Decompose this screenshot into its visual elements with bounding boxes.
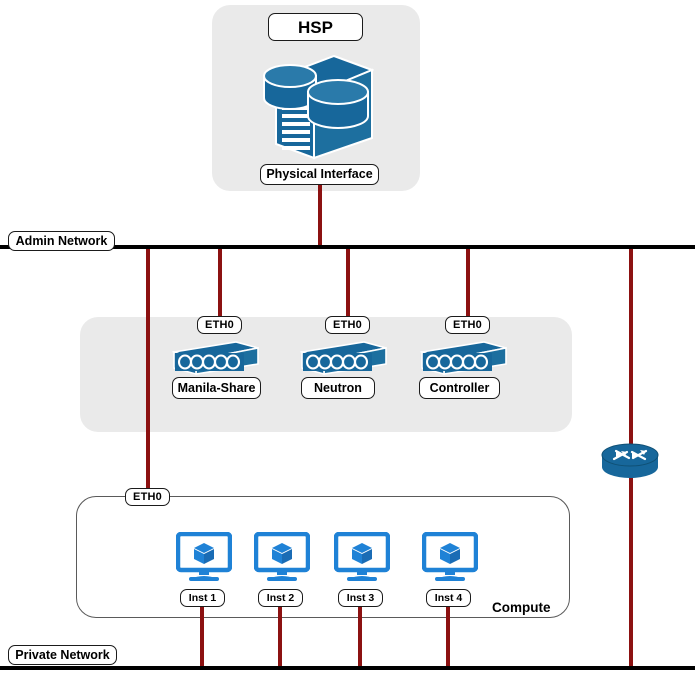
private-network-badge[interactable]: Private Network (8, 645, 117, 665)
physical-interface-badge[interactable]: Physical Interface (260, 164, 379, 185)
manila-share-eth0-badge[interactable]: ETH0 (197, 316, 242, 334)
neutron-switch-icon (298, 340, 388, 376)
compute-panel-title: Compute (492, 600, 551, 615)
compute-panel (76, 496, 570, 618)
services-panel (80, 317, 572, 432)
storage-server-icon (258, 48, 375, 160)
manila-share-switch-icon (170, 340, 260, 376)
admin-network-bus (0, 245, 695, 249)
link-inst1-to-private (200, 606, 204, 668)
private-network-bus (0, 666, 695, 670)
compute-eth0-badge[interactable]: ETH0 (125, 488, 170, 506)
controller-switch-icon (418, 340, 508, 376)
inst3-label-badge[interactable]: Inst 3 (338, 589, 383, 607)
hsp-title-badge[interactable]: HSP (268, 13, 363, 41)
inst1-label-badge[interactable]: Inst 1 (180, 589, 225, 607)
link-admin-to-compute-eth0 (146, 247, 150, 496)
admin-network-badge[interactable]: Admin Network (8, 231, 115, 251)
link-inst4-to-private (446, 606, 450, 668)
neutron-label-badge[interactable]: Neutron (301, 377, 375, 399)
inst4-label-badge[interactable]: Inst 4 (426, 589, 471, 607)
link-admin-to-manila-share (218, 247, 222, 320)
link-inst3-to-private (358, 606, 362, 668)
link-admin-to-neutron (346, 247, 350, 320)
inst1-monitor-icon[interactable] (175, 531, 233, 582)
link-hsp-to-admin (318, 185, 322, 247)
link-admin-to-controller (466, 247, 470, 320)
inst4-monitor-icon[interactable] (421, 531, 479, 582)
neutron-eth0-badge[interactable]: ETH0 (325, 316, 370, 334)
inst2-monitor-icon[interactable] (253, 531, 311, 582)
manila-share-label-badge[interactable]: Manila-Share (172, 377, 261, 399)
link-inst2-to-private (278, 606, 282, 668)
inst3-monitor-icon[interactable] (333, 531, 391, 582)
inst2-label-badge[interactable]: Inst 2 (258, 589, 303, 607)
controller-eth0-badge[interactable]: ETH0 (445, 316, 490, 334)
router-icon[interactable] (600, 443, 660, 481)
controller-label-badge[interactable]: Controller (419, 377, 500, 399)
